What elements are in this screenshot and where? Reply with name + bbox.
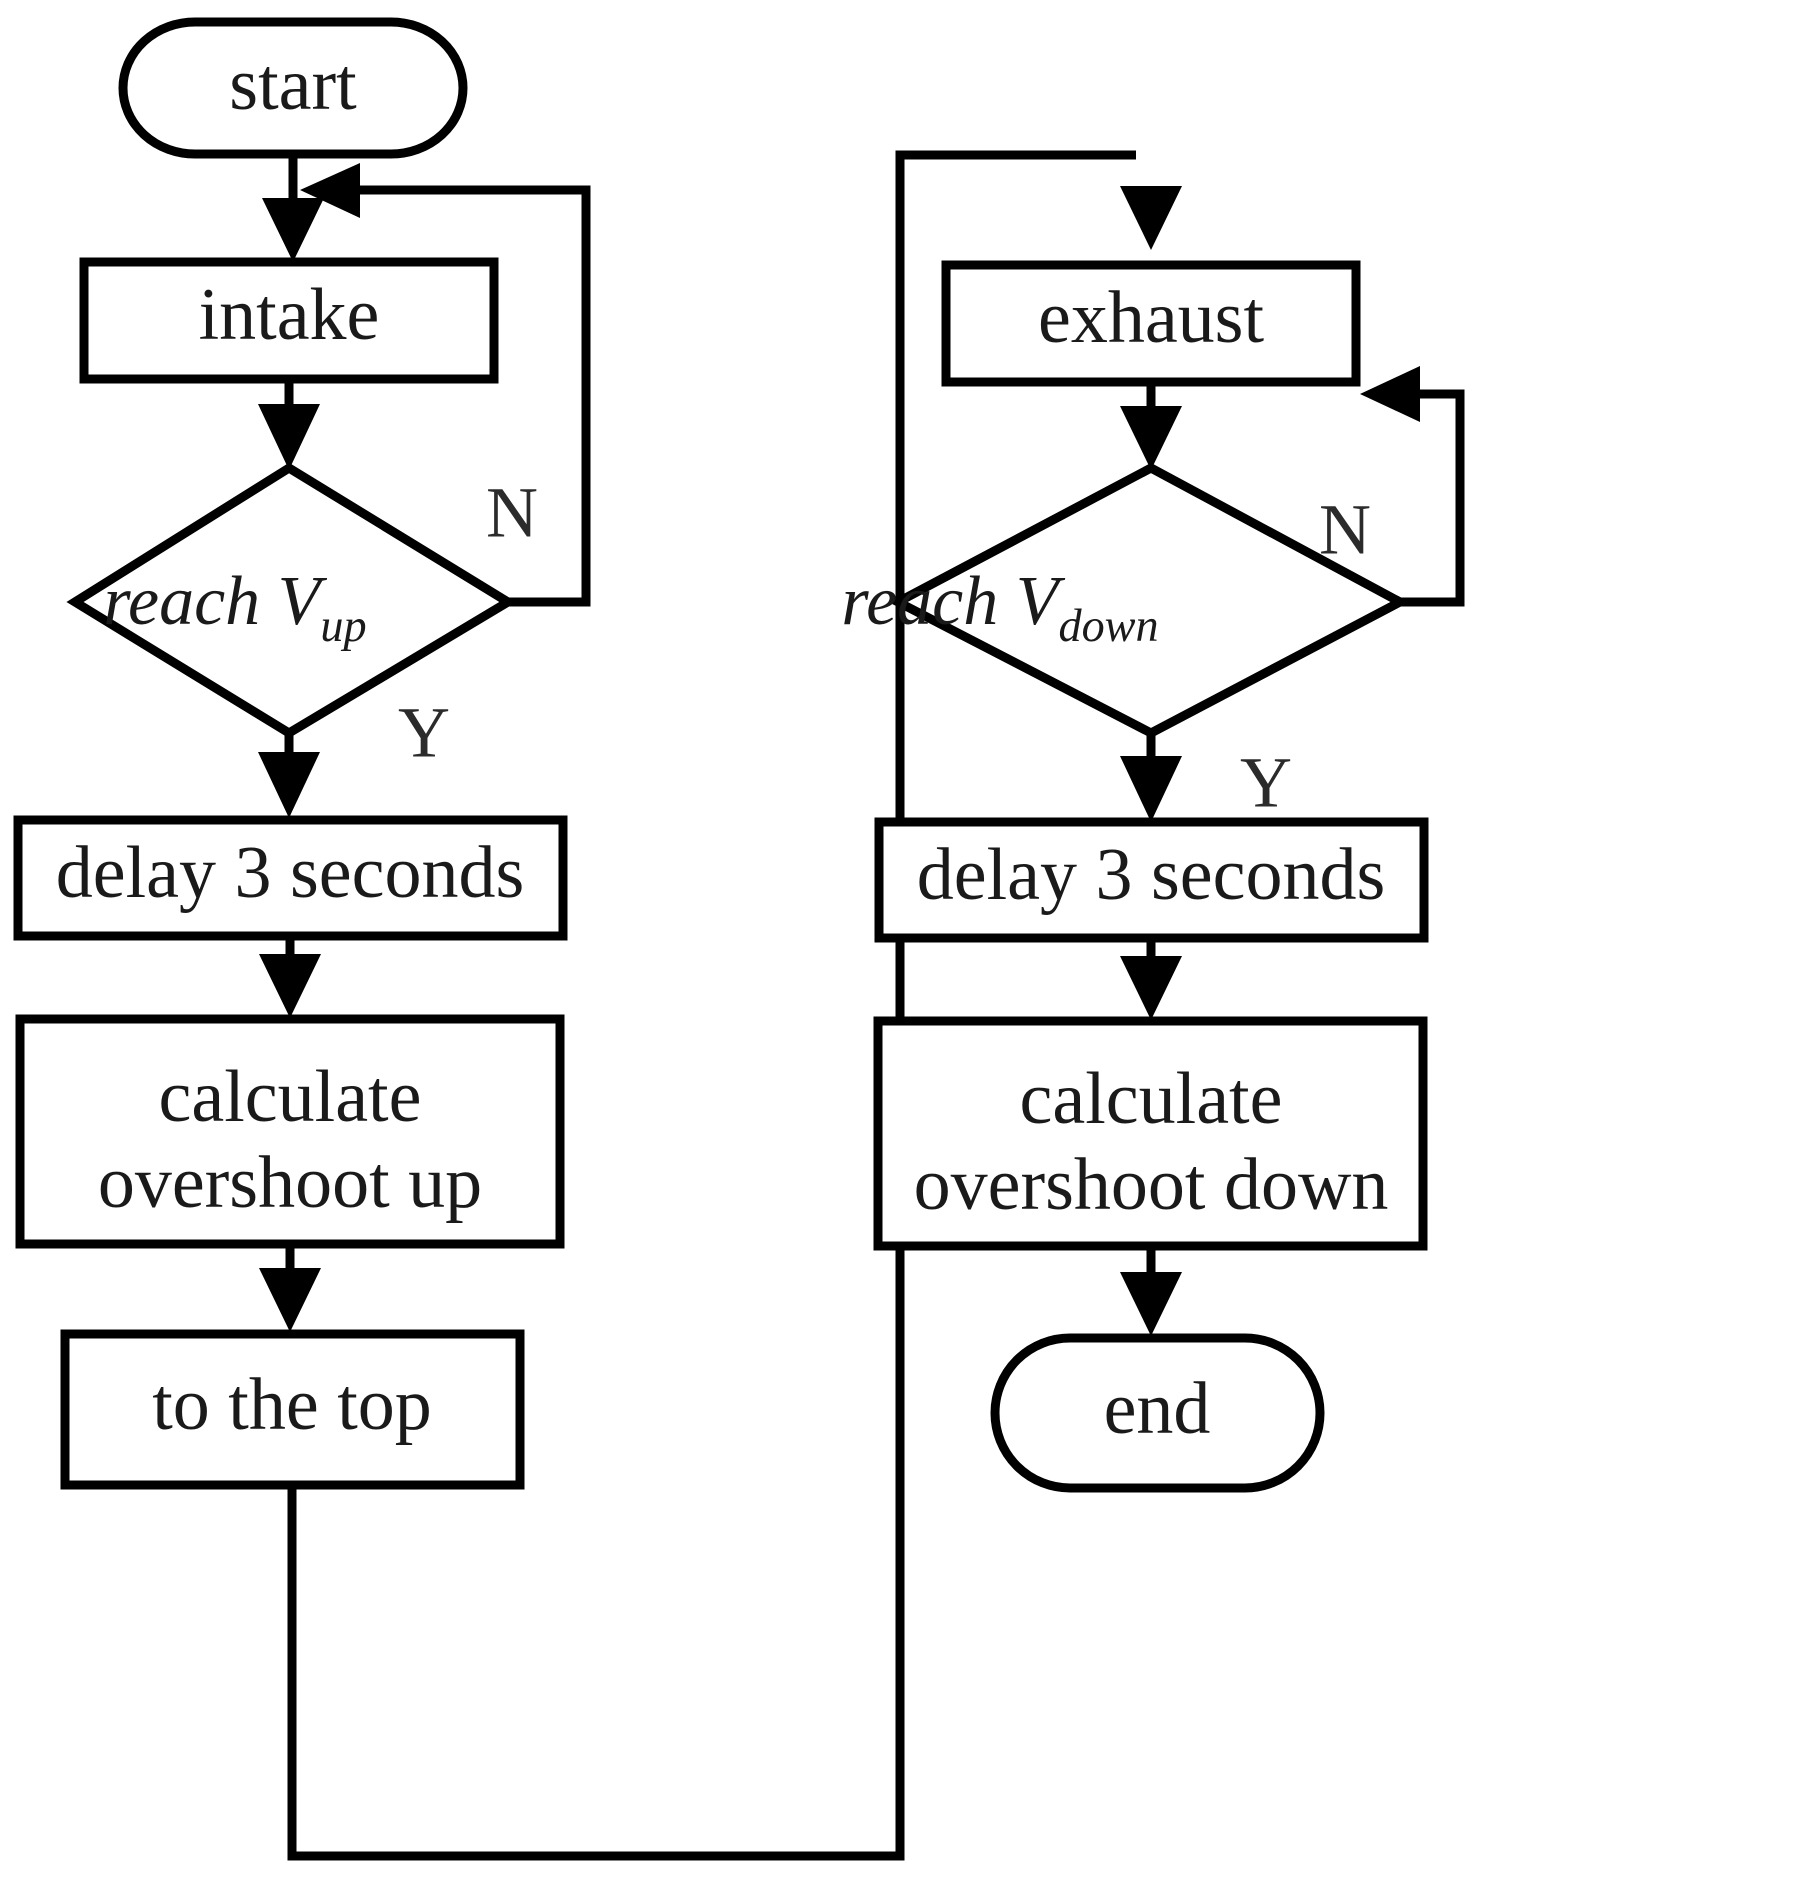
arrow-head-decision-down: [1120, 406, 1182, 470]
edge-exhaust-to-decision-down: [1120, 382, 1182, 470]
start-label: start: [229, 44, 357, 126]
node-delay-down[interactable]: delay 3 seconds: [874, 817, 1429, 943]
branch-label-no-right: N: [1319, 490, 1371, 570]
node-delay-up[interactable]: delay 3 seconds: [13, 815, 568, 941]
node-intake[interactable]: intake: [79, 257, 499, 384]
arrow-head-calc-down: [1120, 956, 1182, 1020]
decision-down-main: reach V: [841, 563, 1065, 640]
decision-down-expr: reach Vdown: [841, 563, 1158, 651]
node-calc-overshoot-down[interactable]: calculate overshoot down: [873, 1016, 1428, 1251]
calc-down-line2: overshoot down: [914, 1144, 1389, 1226]
branch-label-no-left: N: [486, 473, 538, 553]
edge-decision-down-yes: [1120, 733, 1182, 822]
node-end[interactable]: end: [990, 1333, 1325, 1493]
edge-delay-up-to-calc-up: [259, 936, 321, 1018]
calc-up-line2: overshoot up: [98, 1142, 482, 1224]
delay-up-label: delay 3 seconds: [56, 832, 525, 914]
to-top-label: to the top: [152, 1364, 432, 1446]
edge-calc-up-to-totop: [259, 1244, 321, 1332]
calc-down-box-shape: [873, 1016, 1428, 1251]
node-start[interactable]: start: [118, 17, 468, 159]
node-to-the-top[interactable]: to the top: [60, 1329, 525, 1490]
decision-down-text: reach Vdown: [841, 563, 1158, 651]
node-calc-overshoot-up[interactable]: calculate overshoot up: [15, 1014, 565, 1249]
arrow-head-loop-back-intake: [300, 163, 360, 218]
exhaust-label: exhaust: [1038, 277, 1264, 359]
branch-label-yes-left: Y: [398, 693, 450, 773]
delay-up-box-shape: [13, 815, 568, 941]
edge-start-to-intake: [262, 154, 324, 262]
decision-down-subscript: down: [1058, 600, 1158, 651]
edge-calc-down-to-end: [1120, 1246, 1182, 1336]
arrow-head-delay-down: [1120, 756, 1182, 822]
end-terminator-shape: [990, 1333, 1325, 1493]
calc-up-line1: calculate: [159, 1056, 422, 1138]
calc-down-line1: calculate: [1020, 1058, 1283, 1140]
delay-down-box-shape: [874, 817, 1429, 943]
arrow-head-intake: [262, 198, 324, 262]
arrow-head-loop-back-exhaust: [1360, 366, 1420, 422]
branch-label-yes-right: Y: [1240, 743, 1292, 823]
arrow-head-delay-up: [258, 752, 320, 818]
arrow-head-exhaust: [1120, 186, 1182, 250]
edge-decision-up-yes: [258, 733, 320, 818]
decision-up-subscript: up: [320, 600, 366, 651]
end-label: end: [1104, 1368, 1211, 1450]
decision-up-main: reach V: [103, 563, 327, 640]
edge-decision-up-no-loop: [300, 163, 591, 607]
edge-delay-down-to-calc-down: [1120, 938, 1182, 1020]
intake-box-shape: [79, 257, 499, 384]
arrow-head-calc-up: [259, 954, 321, 1018]
intake-label: intake: [199, 274, 380, 356]
arrow-head-decision-up: [258, 404, 320, 470]
arrow-head-end: [1120, 1272, 1182, 1336]
edge-to-top-to-exhaust: [287, 150, 1182, 1861]
arrow-head-to-top: [259, 1268, 321, 1332]
edge-intake-to-decision-up: [258, 379, 320, 470]
decision-up-expr: reach Vup: [103, 563, 366, 651]
node-exhaust[interactable]: exhaust: [941, 260, 1361, 387]
decision-up-text: reach Vup: [103, 563, 366, 651]
edge-decision-down-no-loop: [1360, 366, 1465, 607]
delay-down-label: delay 3 seconds: [917, 834, 1386, 916]
